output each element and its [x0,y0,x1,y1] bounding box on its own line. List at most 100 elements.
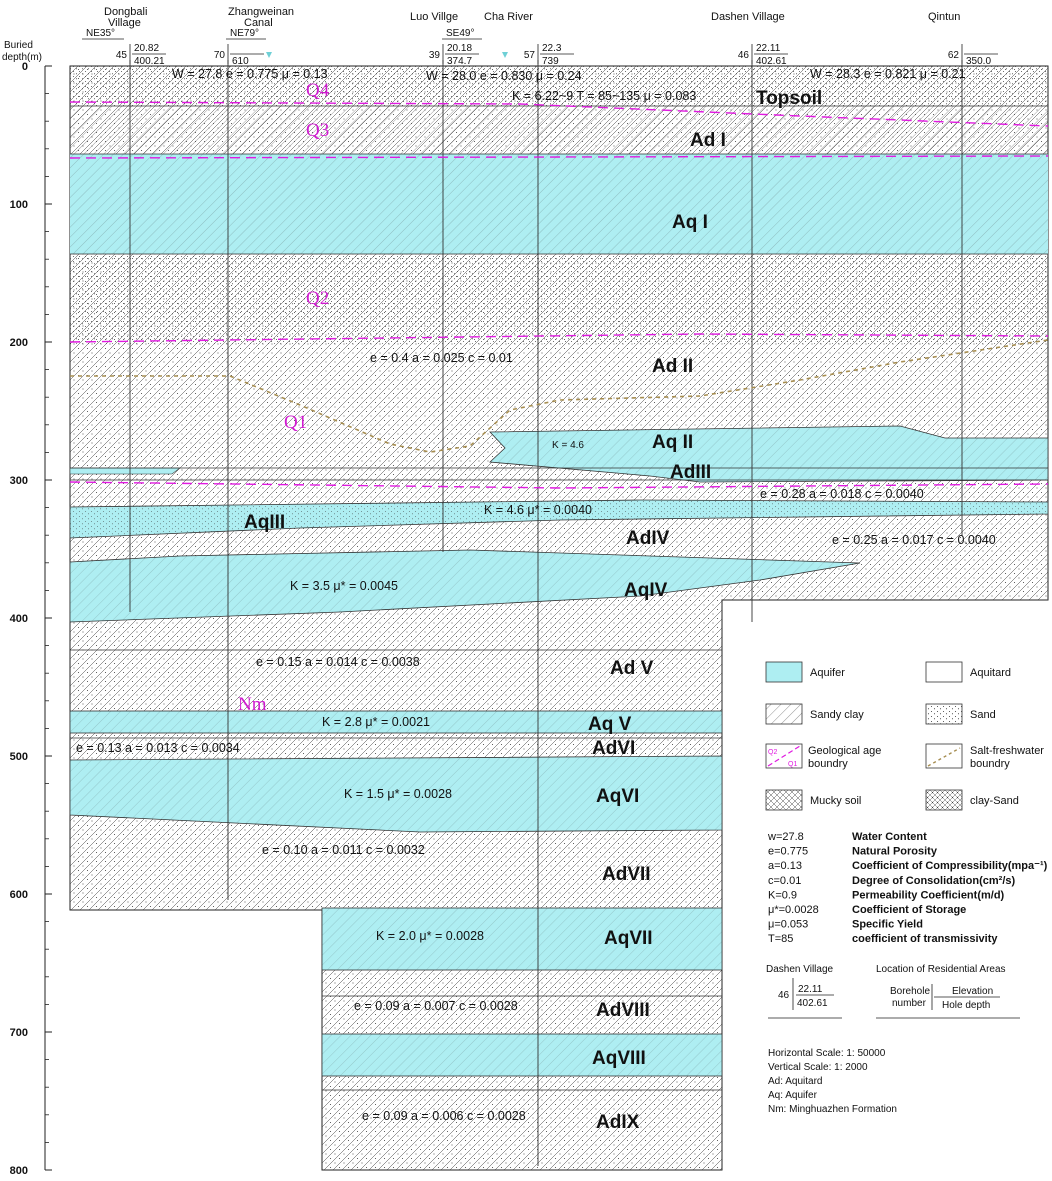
legend-clay-sand-swatch [925,789,963,811]
age-labels: Q4 Q3 Q2 Q1 Nm [238,80,330,715]
axis-tick-label: 100 [10,199,28,211]
borehole-heads: 4520.82400.21706103920.18374.75722.37394… [116,43,998,67]
borehole-head-39: 39 20.18 374.7 [429,43,479,67]
label-ad2: Ad II [652,356,693,377]
legend-note: Vertical Scale: 1: 2000 [768,1062,868,1073]
legend-q2-small: Q2 [768,749,777,756]
legend-example-elev: 22.11 [798,984,823,995]
legend-note: Ad: Aquitard [768,1076,822,1087]
legend-def-desc: Degree of Consolidation(cm²/s) [852,875,1016,887]
depth-axis: Buried depth(m) 010020030040050060070080… [2,40,52,1177]
param-aq5: K = 2.8 μ* = 0.0021 [322,715,430,729]
label-aq6: AqVI [596,786,639,807]
borehole-elevation: 20.18 [447,43,472,54]
param-ad6: e = 0.13 a = 0.013 c = 0.0034 [76,741,240,755]
param-w27: W = 27.8 e = 0.775 μ = 0.13 [172,67,328,81]
label-ad6: AdVI [592,738,635,759]
age-q3: Q3 [306,120,329,141]
label-aq5: Aq V [588,714,632,735]
borehole-number: 46 [738,50,750,61]
param-aq6: K = 1.5 μ* = 0.0028 [344,787,452,801]
legend-aquifer: Aquifer [810,667,845,679]
borehole-number: 57 [524,50,536,61]
axis-tick-label: 700 [10,1027,28,1039]
borehole-depth: 402.61 [756,56,787,67]
legend-def-desc: Coefficient of Compressibility(mpa⁻¹) [852,860,1048,872]
legend-def-desc: Water Content [852,831,927,843]
legend-def-symbol: w=27.8 [767,831,804,843]
label-ad4: AdIV [626,528,670,549]
legend-def-symbol: c=0.01 [768,875,801,887]
section-header: Dongbali Village Zhangweinan Canal Luo V… [82,6,998,67]
label-aq4: AqIV [624,580,668,601]
borehole-number: 62 [948,50,960,61]
legend-residential: Location of Residential Areas [876,964,1006,975]
legend-aquifer-swatch [765,661,803,683]
label-aq7: AqVII [604,928,653,949]
axis-tick-label: 0 [22,61,28,73]
legend: Aquifer Aquitard Sandy clay Sand Q2 Q1 G… [765,661,1048,1115]
borehole-depth: 400.21 [134,56,165,67]
place-dongbali-1: Dongbali [104,6,147,18]
borehole-elevation: 22.3 [542,43,562,54]
axis-title-line1: Buried [4,40,33,51]
legend-salt-boundary-swatch [925,743,963,769]
param-aq7: K = 2.0 μ* = 0.0028 [376,929,484,943]
param-ad4: e = 0.25 a = 0.017 c = 0.0040 [832,533,996,547]
param-aq3: K = 4.6 μ* = 0.0040 [484,503,592,517]
param-aq4: K = 3.5 μ* = 0.0045 [290,579,398,593]
legend-mucky-soil-swatch [765,789,803,811]
borehole-lines [129,60,963,1166]
legend-example-place: Dashen Village [766,964,834,975]
place-dongbali-2: Village [108,17,141,29]
axis-tick-label: 200 [10,337,28,349]
legend-depth-label: Hole depth [942,1000,990,1011]
legend-def-symbol: e=0.775 [768,846,808,858]
label-ad8: AdVIII [596,1000,650,1021]
param-aq2-k: K = 4.6 [552,440,584,451]
age-nm: Nm [238,694,267,715]
param-w28: W = 28.0 e = 0.830 μ = 0.24 [426,69,582,83]
legend-aquitard-swatch [925,661,963,683]
legend-def-symbol: μ*=0.0028 [768,904,819,916]
canal-marker-icon [266,52,272,58]
legend-clay-sand: clay-Sand [970,795,1019,807]
param-ad3: e = 0.28 a = 0.018 c = 0.0040 [760,487,924,501]
place-zhangweinan-1: Zhangweinan [228,6,294,18]
param-ad9: e = 0.09 a = 0.006 c = 0.0028 [362,1109,526,1123]
layer-boundaries [70,105,1048,1091]
parameter-labels: W = 27.8 e = 0.775 μ = 0.13 W = 28.0 e =… [76,67,996,1123]
borehole-number: 45 [116,50,128,61]
legend-bh-number-2: number [892,998,927,1009]
direction-ne35: NE35° [86,28,115,39]
age-q1: Q1 [284,412,307,433]
borehole-depth: 374.7 [447,56,472,67]
legend-sand: Sand [970,709,996,721]
legend-def-symbol: a=0.13 [768,860,802,872]
label-aq3: AqIII [244,512,285,533]
place-dashen: Dashen Village [711,11,785,23]
age-q4: Q4 [306,80,330,101]
label-ad5: Ad V [610,658,654,679]
legend-def-desc: Coefficient of Storage [852,904,966,916]
axis-tick-label: 500 [10,751,28,763]
layer-labels: Topsoil Ad I Aq I Ad II Aq II AdIII AqII… [244,88,822,1133]
borehole-depth: 610 [232,56,249,67]
legend-age-boundary-1: Geological age [808,745,881,757]
legend-salt-boundary-1: Salt-freshwater [970,745,1044,757]
param-ad8: e = 0.09 a = 0.007 c = 0.0028 [354,999,518,1013]
label-aq1: Aq I [672,212,708,233]
place-zhangweinan-2: Canal [244,17,273,29]
place-qintun: Qintun [928,11,960,23]
direction-se49: SE49° [446,28,474,39]
axis-title-line2: depth(m) [2,52,42,63]
legend-sand-swatch [925,703,963,725]
legend-def-symbol: K=0.9 [768,889,797,901]
borehole-number: 39 [429,50,441,61]
age-q2: Q2 [306,288,329,309]
